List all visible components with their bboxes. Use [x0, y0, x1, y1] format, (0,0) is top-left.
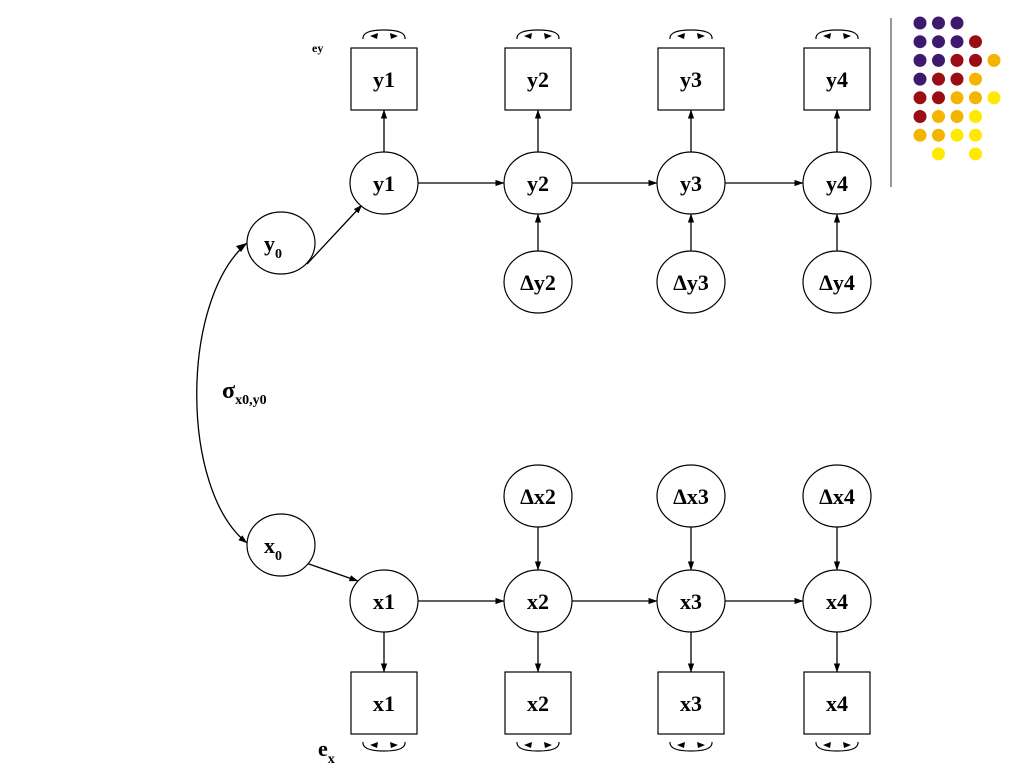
delta-y4-label: Δy4 [819, 270, 855, 295]
decorative-dot [932, 91, 945, 105]
decorative-dot [950, 128, 964, 142]
svg-text:y0: y0 [264, 231, 282, 262]
x-latent-3-label: x3 [680, 589, 702, 614]
decorative-dot [950, 72, 964, 86]
y-latent-3-label: y3 [680, 171, 702, 196]
decorative-dot [932, 128, 945, 142]
decorative-dot [913, 110, 927, 123]
decorative-dot [969, 128, 982, 142]
x-latent-2-label: x2 [527, 589, 549, 614]
x-observed-4-label: x4 [826, 691, 848, 716]
svg-text:x0: x0 [264, 533, 282, 564]
y-observed-1-variance-loop [362, 29, 406, 40]
node-x-initial: x0 [246, 513, 316, 577]
decorative-dot [969, 110, 982, 123]
decorative-dot [932, 35, 945, 49]
decorative-dot [913, 53, 927, 67]
delta-x2: Δx2 [503, 464, 573, 528]
decorative-dot [987, 53, 1001, 67]
delta-x3: Δx3 [656, 464, 726, 528]
node-y-initial: y0 [246, 211, 316, 275]
decorative-dot [950, 35, 964, 49]
y-latent-4: y4 [802, 151, 872, 215]
ey-label: ey [312, 41, 323, 55]
decorative-dot [913, 16, 927, 30]
x-latent-4: x4 [802, 569, 872, 633]
y-latent-1: y1 [349, 151, 419, 215]
decorative-dot [913, 72, 927, 86]
edges-layer [196, 109, 841, 673]
decorative-dot [913, 91, 927, 105]
x-latent-1-label: x1 [373, 589, 395, 614]
x-observed-2-variance-loop [516, 741, 560, 752]
decorative-dot [969, 147, 982, 161]
delta-x4: Δx4 [802, 464, 872, 528]
decorative-dot [969, 53, 982, 67]
y-observed-1-label: y1 [373, 67, 395, 92]
sigma-x0-y0-label: σx0,y0 [222, 378, 267, 408]
decorative-dot [913, 35, 927, 49]
decorative-dot [913, 128, 927, 142]
y-observed-2-label: y2 [527, 67, 549, 92]
delta-y2: Δy2 [503, 250, 573, 314]
x-observed-1: x1 [350, 671, 418, 735]
y-observed-4: y4 [803, 47, 871, 111]
decorative-dot [932, 53, 945, 67]
ex-label: ex [318, 736, 335, 767]
arrow-x0-to-x1 [305, 562, 359, 582]
y-observed-4-label: y4 [826, 67, 848, 92]
x-latent-2: x2 [503, 569, 573, 633]
x-observed-4: x4 [803, 671, 871, 735]
x-observed-1-label: x1 [373, 691, 395, 716]
y-observed-1: y1 [350, 47, 418, 111]
delta-x2-label: Δx2 [520, 484, 556, 509]
y-observed-3-variance-loop [669, 29, 713, 40]
y-observed-2: y2 [504, 47, 572, 111]
x-latent-1: x1 [349, 569, 419, 633]
decorative-dot [950, 16, 964, 30]
y-observed-3: y3 [657, 47, 725, 111]
arrow-y0-to-y1 [306, 204, 363, 265]
decorative-dot [950, 110, 964, 123]
x-observed-2-label: x2 [527, 691, 549, 716]
y-observed-4-variance-loop [815, 29, 859, 40]
decorative-dot [950, 53, 964, 67]
y-latent-3: y3 [656, 151, 726, 215]
delta-y3: Δy3 [656, 250, 726, 314]
x-observed-2: x2 [504, 671, 572, 735]
y-observed-2-variance-loop [516, 29, 560, 40]
covariance-x0-y0-arrow [196, 242, 248, 544]
x-observed-3: x3 [657, 671, 725, 735]
decorative-dot [932, 147, 945, 161]
x-latent-3: x3 [656, 569, 726, 633]
x-latent-4-label: x4 [826, 589, 848, 614]
y-latent-1-label: y1 [373, 171, 395, 196]
x-observed-3-label: x3 [680, 691, 702, 716]
delta-y3-label: Δy3 [673, 270, 709, 295]
y-latent-4-label: y4 [826, 171, 848, 196]
y-latent-2-label: y2 [527, 171, 549, 196]
x-observed-4-variance-loop [815, 741, 859, 752]
decorative-dot [932, 72, 945, 86]
decorative-dot [932, 110, 945, 123]
y-observed-3-label: y3 [680, 67, 702, 92]
decorative-dot [969, 91, 982, 105]
decorative-dot-grid [913, 16, 1001, 161]
covariance-arrowhead-top [236, 243, 247, 252]
delta-y4: Δy4 [802, 250, 872, 314]
decorative-dot [969, 72, 982, 86]
decorative-dot [932, 16, 945, 30]
y-latent-2: y2 [503, 151, 573, 215]
x-observed-3-variance-loop [669, 741, 713, 752]
decorative-dot [969, 35, 982, 49]
decorative-dot [950, 91, 964, 105]
decorative-dot [987, 91, 1001, 105]
delta-y2-label: Δy2 [520, 270, 556, 295]
delta-x3-label: Δx3 [673, 484, 709, 509]
x-observed-1-variance-loop [362, 741, 406, 752]
delta-x4-label: Δx4 [819, 484, 855, 509]
